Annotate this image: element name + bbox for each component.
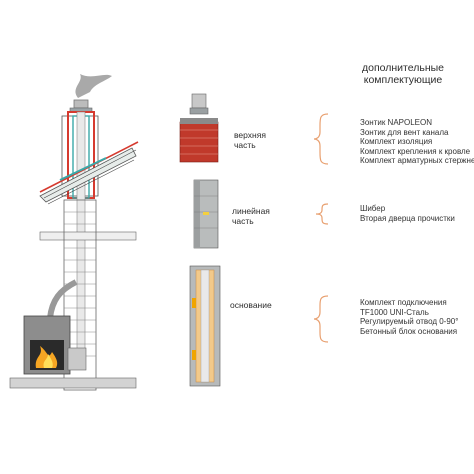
list-item: Вторая дверца прочистки xyxy=(360,213,455,223)
napoleon-hood-icon xyxy=(191,93,207,109)
base-items-list: Комплект подключения TF1000 UNI-Сталь Ре… xyxy=(360,298,458,336)
section-label-line: часть xyxy=(232,216,254,226)
header-title: дополнительные комплектующие xyxy=(361,62,445,86)
section-label-linear: линейная часть xyxy=(232,206,270,226)
list-item: TF1000 UNI-Сталь xyxy=(360,307,429,317)
list-item: Комплект арматурных стержней xyxy=(360,156,474,166)
building-section xyxy=(9,74,139,391)
section-label-base: основание xyxy=(230,300,272,310)
section-label-line: часть xyxy=(234,140,256,150)
brace-linear xyxy=(315,203,329,225)
upper-items-list: Зонтик NAPOLEON Зонтик для вент канала К… xyxy=(360,118,474,166)
list-item: Зонтик для вент канала xyxy=(360,127,449,137)
list-item: Бетонный блок основания xyxy=(360,326,458,336)
brick-top-icon xyxy=(179,121,219,163)
list-item: Шибер xyxy=(360,204,386,213)
list-item: Регулируемый отвод 0-90° xyxy=(360,317,459,327)
section-label-line: основание xyxy=(230,300,272,310)
list-item: Зонтик NAPOLEON xyxy=(360,118,433,127)
component-stack xyxy=(179,93,221,387)
linear-items-list: Шибер Вторая дверца прочистки xyxy=(360,204,455,223)
list-item: Комплект изоляция xyxy=(360,137,433,147)
list-item: Комплект подключения xyxy=(360,298,447,307)
brace-upper xyxy=(313,113,329,165)
section-label-upper: верхняя часть xyxy=(234,130,266,150)
smoke-icon xyxy=(75,74,112,98)
section-label-line: верхняя xyxy=(234,130,266,140)
brace-base xyxy=(313,295,329,343)
list-item: Комплект крепления к кровле xyxy=(360,146,471,156)
section-label-line: линейная xyxy=(232,206,270,216)
